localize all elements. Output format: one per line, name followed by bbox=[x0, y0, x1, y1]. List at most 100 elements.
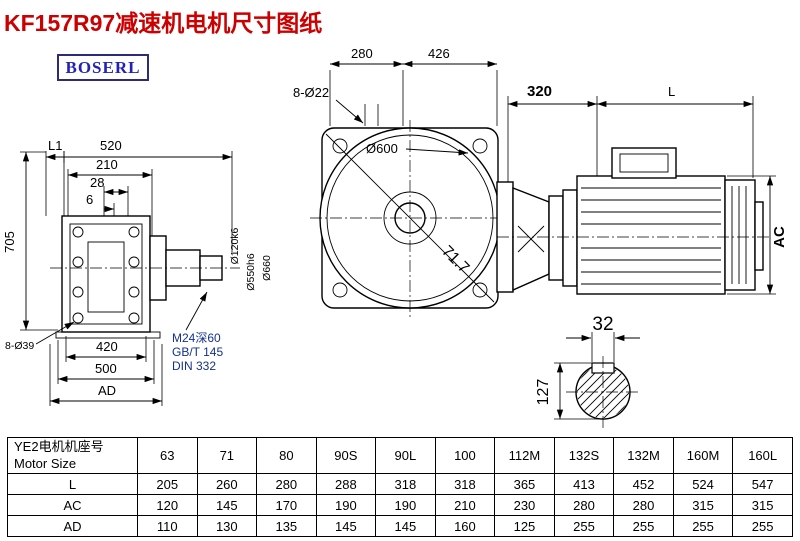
dim-28-label: 28 bbox=[90, 175, 104, 190]
dimension-table: YE2电机机座号 Motor Size 63 71 80 90S 90L 100… bbox=[7, 437, 793, 537]
table-cell: 145 bbox=[375, 515, 436, 537]
dim-705-label: 705 bbox=[2, 231, 17, 253]
motor-size-header-en: Motor Size bbox=[14, 455, 77, 471]
table-cell: 120 bbox=[137, 494, 198, 516]
diagonal-line bbox=[325, 133, 495, 303]
table-row-L: L 205 260 280 288 318 318 365 413 452 52… bbox=[7, 473, 793, 495]
flange-hole bbox=[332, 282, 348, 298]
table-row-AD: AD 110 130 135 145 145 160 125 255 255 2… bbox=[7, 515, 793, 537]
col-header-160m: 160M bbox=[672, 437, 734, 474]
front-view: 71.7 280 426 8-Ø22 Ø600 bbox=[293, 46, 510, 318]
table-cell: 110 bbox=[137, 515, 198, 537]
col-header-132s: 132S bbox=[553, 437, 615, 474]
table-cell: 547 bbox=[732, 473, 793, 495]
motor-size-header: YE2电机机座号 Motor Size bbox=[7, 437, 138, 474]
dim-520-label: 520 bbox=[100, 138, 122, 153]
table-cell: 255 bbox=[732, 515, 793, 537]
table-cell: 452 bbox=[613, 473, 674, 495]
table-cell: 230 bbox=[494, 494, 555, 516]
brand-logo-text: BOSERL bbox=[65, 57, 141, 77]
table-cell: 315 bbox=[732, 494, 793, 516]
motor-size-header-cn: YE2电机机座号 bbox=[14, 438, 104, 454]
dim-426-label: 426 bbox=[428, 46, 450, 61]
table-cell: 255 bbox=[613, 515, 674, 537]
dim-280-label: 280 bbox=[351, 46, 373, 61]
table-cell: 365 bbox=[494, 473, 555, 495]
dim-127-label: 127 bbox=[535, 379, 552, 406]
table-cell: 160 bbox=[434, 515, 496, 537]
terminal-box bbox=[611, 147, 677, 179]
fan-end-cap bbox=[754, 201, 764, 271]
flange-hole bbox=[472, 138, 488, 154]
col-header-112m: 112M bbox=[494, 437, 555, 474]
fan-cover bbox=[724, 179, 756, 291]
dim-32-label: 32 bbox=[592, 314, 613, 335]
dim-L1-label: L1 bbox=[48, 138, 62, 153]
col-header-80: 80 bbox=[256, 437, 317, 474]
table-cell: 260 bbox=[196, 473, 258, 495]
table-cell: 280 bbox=[553, 494, 615, 516]
motor-view: 320 L bbox=[496, 83, 788, 295]
brand-logo: BOSERL bbox=[57, 54, 149, 81]
gearbox-housing bbox=[61, 215, 151, 333]
table-cell: 190 bbox=[375, 494, 436, 516]
table-cell: 130 bbox=[196, 515, 258, 537]
row-label-L: L bbox=[7, 473, 138, 495]
table-header-row: YE2电机机座号 Motor Size 63 71 80 90S 90L 100… bbox=[7, 437, 793, 474]
flange-hole bbox=[332, 138, 348, 154]
col-header-71: 71 bbox=[196, 437, 258, 474]
page-title: KF157R97减速机电机尺寸图纸 bbox=[4, 10, 323, 36]
table-cell: 210 bbox=[434, 494, 496, 516]
technical-drawing: 71.7 280 426 8-Ø22 Ø600 3 bbox=[2, 46, 788, 428]
col-header-100: 100 bbox=[434, 437, 496, 474]
note-din332-label: DIN 332 bbox=[172, 359, 216, 373]
table-cell: 288 bbox=[315, 473, 377, 495]
col-header-160l: 160L bbox=[732, 437, 793, 474]
table-cell: 255 bbox=[672, 515, 734, 537]
dia-120-label: Ø120k6 bbox=[229, 227, 241, 264]
col-header-90s: 90S bbox=[315, 437, 377, 474]
dim-AC-label: AC bbox=[771, 226, 788, 248]
table-cell: 315 bbox=[672, 494, 734, 516]
table-cell: 255 bbox=[553, 515, 615, 537]
table-cell: 145 bbox=[315, 515, 377, 537]
table-cell: 145 bbox=[196, 494, 258, 516]
dim-500-label: 500 bbox=[95, 361, 117, 376]
dim-AD-label: AD bbox=[98, 383, 116, 398]
dim-210-label: 210 bbox=[96, 157, 118, 172]
table-cell: 205 bbox=[137, 473, 198, 495]
table-cell: 318 bbox=[434, 473, 496, 495]
housing-foot bbox=[55, 331, 161, 339]
dim-420-label: 420 bbox=[96, 339, 118, 354]
shaft-section-view: 32 127 bbox=[535, 314, 640, 428]
table-cell: 190 bbox=[315, 494, 377, 516]
gearbox-view: L1 520 210 28 6 705 bbox=[2, 138, 273, 406]
table-cell: 170 bbox=[256, 494, 317, 516]
dim-6-label: 6 bbox=[86, 192, 93, 207]
holes-8d22-label: 8-Ø22 bbox=[293, 85, 329, 100]
table-cell: 318 bbox=[375, 473, 436, 495]
table-cell: 524 bbox=[672, 473, 734, 495]
table-cell: 135 bbox=[256, 515, 317, 537]
motor-flange bbox=[562, 189, 578, 287]
col-header-63: 63 bbox=[137, 437, 198, 474]
table-cell: 413 bbox=[553, 473, 615, 495]
note-m24-label: M24深60 bbox=[172, 331, 221, 345]
row-label-AD: AD bbox=[7, 515, 138, 537]
motor-body bbox=[576, 175, 726, 295]
dia-660-label: Ø660 bbox=[261, 255, 273, 281]
terminal-box-lid bbox=[619, 153, 669, 173]
holes-8d39-label: 8-Ø39 bbox=[5, 340, 34, 352]
dim-L-label: L bbox=[668, 84, 675, 99]
adapter-ring bbox=[548, 195, 564, 281]
dia-600-label: Ø600 bbox=[366, 141, 398, 156]
table-cell: 280 bbox=[613, 494, 674, 516]
col-header-90l: 90L bbox=[375, 437, 436, 474]
dim-320-label: 320 bbox=[527, 83, 552, 100]
note-gbt145-label: GB/T 145 bbox=[172, 345, 223, 359]
table-cell: 125 bbox=[494, 515, 555, 537]
col-header-132m: 132M bbox=[613, 437, 674, 474]
flange-hole bbox=[472, 282, 488, 298]
table-cell: 280 bbox=[256, 473, 317, 495]
